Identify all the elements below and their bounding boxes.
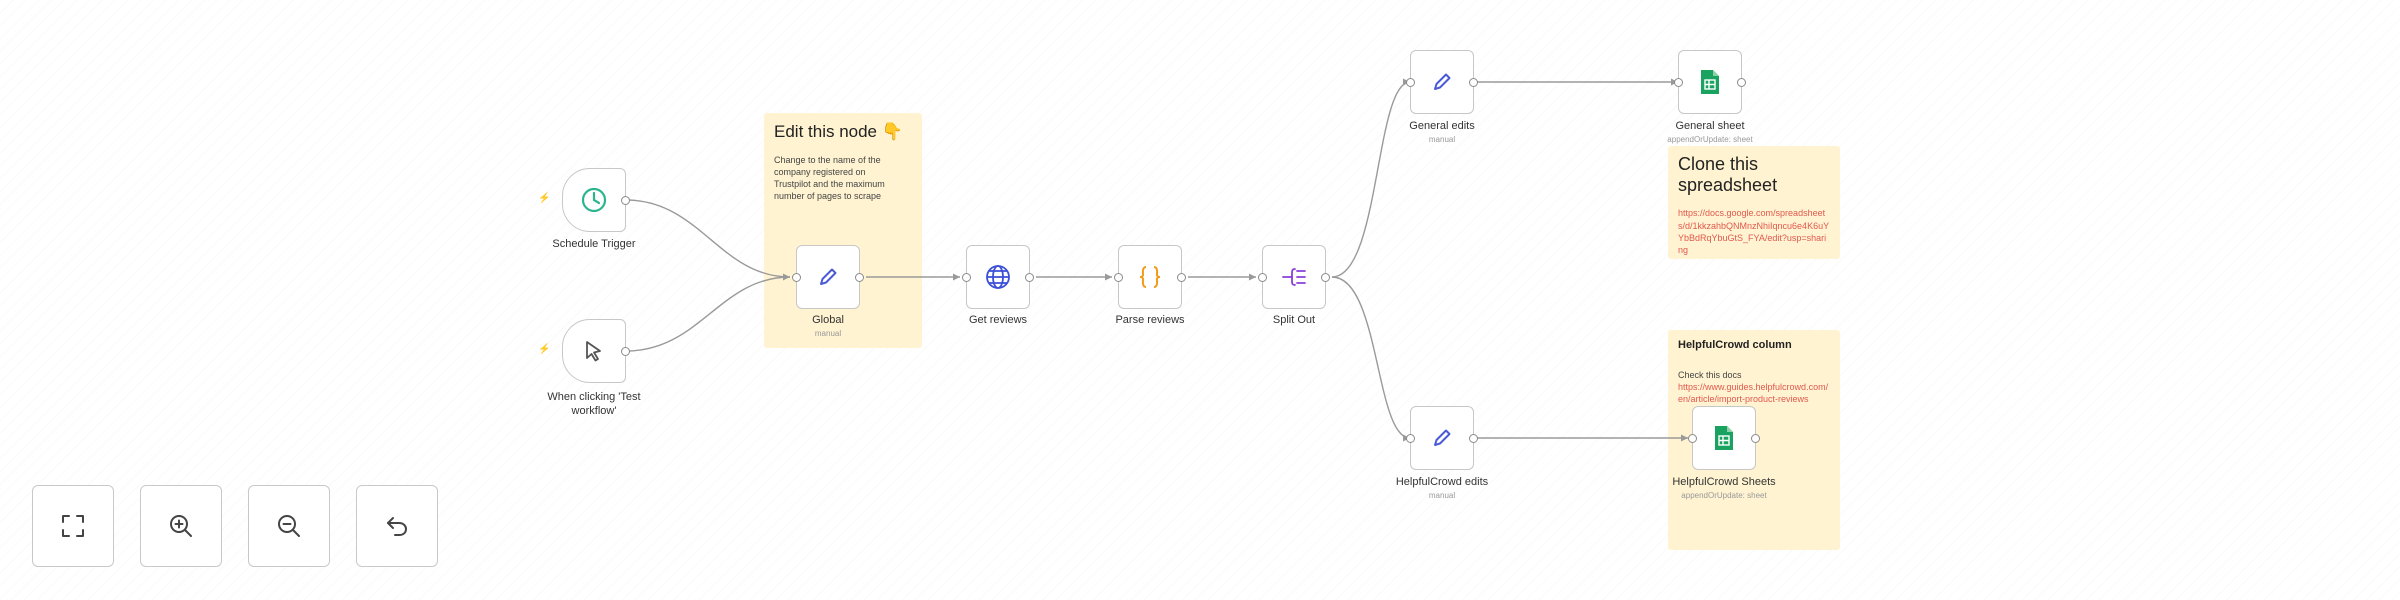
node-label: Split Out: [1272, 314, 1316, 326]
output-handle[interactable]: [1737, 78, 1746, 87]
arrowhead: [953, 273, 960, 281]
input-handle[interactable]: [1406, 78, 1415, 87]
node-helpfulcrowd-sheets[interactable]: [1688, 406, 1760, 470]
node-subtitle: manual: [814, 329, 842, 338]
connection-split-out-to-helpfulcrowd-edits: [1331, 276, 1411, 439]
trigger-bolt-icon: ⚡: [538, 344, 551, 355]
node-helpfulcrowd-edits[interactable]: [1406, 406, 1478, 470]
google-sheets-icon: [1701, 70, 1719, 94]
note-title: HelpfulCrowd column: [1678, 339, 1792, 351]
node-global[interactable]: [792, 245, 864, 309]
output-handle[interactable]: [1469, 78, 1478, 87]
node-subtitle: appendOrUpdate: sheet: [1681, 491, 1767, 500]
cursor-arrow-icon: [586, 341, 601, 362]
node-label: Get reviews: [968, 314, 1028, 326]
node-parse-reviews[interactable]: [1114, 245, 1186, 309]
pencil-icon: [820, 268, 837, 285]
input-handle[interactable]: [1406, 434, 1415, 443]
note-title: Edit this node 👇: [774, 122, 903, 141]
input-handle[interactable]: [962, 273, 971, 282]
node-label: HelpfulCrowd Sheets: [1672, 476, 1776, 488]
output-handle[interactable]: [1321, 273, 1330, 282]
node-schedule-trigger[interactable]: [562, 168, 630, 232]
split-out-icon: [1282, 268, 1306, 286]
output-handle[interactable]: [1751, 434, 1760, 443]
note-title: Clone this spreadsheet: [1678, 154, 1778, 195]
input-handle[interactable]: [1688, 434, 1697, 443]
node-split-out[interactable]: [1258, 245, 1330, 309]
zoom-in-icon: [170, 515, 192, 537]
note-body: Change to the name of the company regist…: [774, 154, 885, 202]
node-label: When clicking 'Test workflow': [547, 391, 641, 418]
input-handle[interactable]: [1258, 273, 1267, 282]
node-manual-trigger[interactable]: [562, 319, 630, 383]
node-label: General edits: [1409, 120, 1475, 132]
arrowhead: [1105, 273, 1112, 281]
trigger-bolt-icon: ⚡: [538, 193, 551, 204]
output-handle[interactable]: [621, 347, 630, 356]
output-handle[interactable]: [855, 273, 864, 282]
node-subtitle: manual: [1428, 135, 1456, 144]
fit-view-button[interactable]: [32, 485, 114, 567]
undo-button[interactable]: [356, 485, 438, 567]
node-get-reviews[interactable]: [962, 245, 1034, 309]
node-subtitle: manual: [1428, 491, 1456, 500]
clock-icon: [581, 187, 607, 213]
pencil-icon: [1434, 73, 1451, 90]
undo-icon: [387, 517, 408, 536]
fullscreen-icon: [62, 515, 84, 537]
node-label: Parse reviews: [1115, 314, 1185, 326]
zoom-out-button[interactable]: [248, 485, 330, 567]
node-label: General sheet: [1675, 120, 1745, 132]
output-handle[interactable]: [621, 196, 630, 205]
zoom-out-icon: [278, 515, 300, 537]
note-link[interactable]: https://docs.google.com/spreadsheets/d/1…: [1678, 208, 1830, 255]
output-handle[interactable]: [1469, 434, 1478, 443]
node-label: Schedule Trigger: [552, 238, 636, 250]
pencil-icon: [1434, 429, 1451, 446]
braces-icon: [1139, 266, 1161, 288]
node-label: Global: [812, 314, 844, 326]
node-subtitle: appendOrUpdate: sheet: [1667, 135, 1753, 144]
connection-split-out-to-general-edits: [1331, 81, 1411, 278]
arrowhead: [1249, 273, 1256, 281]
google-sheets-icon: [1715, 426, 1733, 450]
zoom-in-button[interactable]: [140, 485, 222, 567]
note-body: Check this docs: [1678, 369, 1742, 380]
note-clone-spreadsheet[interactable]: Clone this spreadsheet https://docs.goog…: [1668, 146, 1840, 259]
globe-icon: [986, 265, 1010, 289]
node-general-sheet[interactable]: [1674, 50, 1746, 114]
input-handle[interactable]: [1674, 78, 1683, 87]
input-handle[interactable]: [792, 273, 801, 282]
node-label: HelpfulCrowd edits: [1395, 476, 1489, 488]
note-link[interactable]: https://www.guides.helpfulcrowd.com/en/a…: [1678, 381, 1829, 405]
node-general-edits[interactable]: [1406, 50, 1478, 114]
output-handle[interactable]: [1177, 273, 1186, 282]
output-handle[interactable]: [1025, 273, 1034, 282]
input-handle[interactable]: [1114, 273, 1123, 282]
